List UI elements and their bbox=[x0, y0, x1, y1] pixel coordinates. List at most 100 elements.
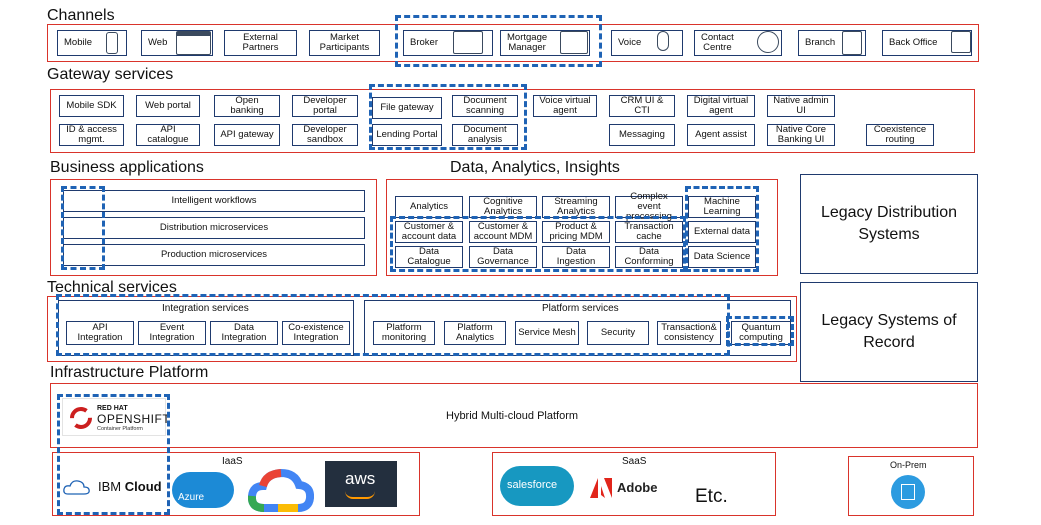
da-customer-account-data[interactable]: Customer & account data bbox=[395, 221, 463, 243]
highlight-dashed-broker bbox=[395, 15, 602, 67]
salesforce-label: salesforce bbox=[507, 479, 558, 491]
gw-developer-portal[interactable]: Developer portal bbox=[292, 95, 358, 117]
gateway-title: Gateway services bbox=[47, 66, 174, 83]
aws-logo: aws bbox=[325, 461, 397, 507]
highlight-dashed-gateway bbox=[369, 84, 527, 150]
container-platform-label: Container Platform bbox=[97, 426, 143, 432]
channel-label: External Partners bbox=[242, 32, 279, 53]
legacy-systems-of-record: Legacy Systems of Record bbox=[800, 282, 978, 382]
da-machine-learning[interactable]: Machine Learning bbox=[688, 196, 756, 218]
channel-market-participants[interactable]: Market Participants bbox=[309, 30, 380, 56]
gw-api-catalogue[interactable]: API catalogue bbox=[136, 124, 200, 146]
building-icon bbox=[842, 31, 862, 55]
gw-digital-agent[interactable]: Digital virtual agent bbox=[687, 95, 755, 117]
channel-label: Mobile bbox=[64, 37, 92, 48]
business-frame bbox=[50, 179, 377, 276]
datacenter-icon bbox=[891, 475, 925, 509]
tablet-icon bbox=[951, 31, 971, 53]
highlight-dashed-technical bbox=[56, 294, 730, 356]
gw-voice-agent[interactable]: Voice virtual agent bbox=[533, 95, 597, 117]
channel-external-partners[interactable]: External Partners bbox=[224, 30, 297, 56]
gw-mobile-sdk[interactable]: Mobile SDK bbox=[59, 95, 124, 117]
tablet-icon bbox=[560, 31, 588, 54]
adobe-icon bbox=[590, 478, 612, 498]
ts-event-integration[interactable]: Event Integration bbox=[138, 321, 206, 345]
da-data-governance[interactable]: Data Governance bbox=[469, 246, 537, 268]
channels-frame bbox=[47, 24, 979, 62]
da-transaction-cache[interactable]: Transaction cache bbox=[615, 221, 683, 243]
ts-data-integration[interactable]: Data Integration bbox=[210, 321, 278, 345]
ts-platform-monitoring[interactable]: Platform monitoring bbox=[373, 321, 435, 345]
google-cloud-icon bbox=[248, 468, 314, 512]
gw-developer-sandbox[interactable]: Developer sandbox bbox=[292, 124, 358, 146]
da-analytics[interactable]: Analytics bbox=[395, 196, 463, 218]
gw-open-banking[interactable]: Open banking bbox=[214, 95, 280, 117]
highlight-dashed-analytics bbox=[390, 216, 686, 272]
biz-distribution-microservices[interactable]: Distribution microservices bbox=[63, 217, 365, 239]
ts-service-mesh[interactable]: Service Mesh bbox=[515, 321, 579, 345]
ibm-cloud-logo: IBM Cloud bbox=[98, 479, 162, 494]
da-product-mdm[interactable]: Product & pricing MDM bbox=[542, 221, 610, 243]
analytics-frame bbox=[386, 179, 778, 276]
channel-label: Web bbox=[148, 37, 168, 48]
da-data-conforming[interactable]: Data Conforming bbox=[615, 246, 683, 268]
gw-coexistence-routing[interactable]: Coexistence routing bbox=[866, 124, 934, 146]
highlight-dashed-business bbox=[61, 186, 105, 270]
ts-quantum-computing[interactable]: Quantum computing bbox=[731, 321, 791, 345]
gw-web-portal[interactable]: Web portal bbox=[136, 95, 200, 117]
gw-native-core[interactable]: Native Core Banking UI bbox=[767, 124, 835, 146]
biz-production-microservices[interactable]: Production microservices bbox=[63, 244, 365, 266]
channel-label: Market Participants bbox=[319, 32, 370, 53]
gw-document-scanning[interactable]: Document scanning bbox=[452, 95, 518, 117]
gw-api-gateway[interactable]: API gateway bbox=[214, 124, 280, 146]
gw-document-analysis[interactable]: Document analysis bbox=[452, 124, 518, 146]
infra-frame bbox=[50, 383, 978, 448]
da-data-science[interactable]: Data Science bbox=[688, 246, 756, 268]
da-streaming[interactable]: Streaming Analytics bbox=[542, 196, 610, 218]
etc-label: Etc. bbox=[695, 486, 728, 507]
da-external-data[interactable]: External data bbox=[688, 221, 756, 243]
channel-label: Branch bbox=[805, 37, 836, 48]
da-data-catalogue[interactable]: Data Catalogue bbox=[395, 246, 463, 268]
ts-coexistence-integration[interactable]: Co-existence Integration bbox=[282, 321, 350, 345]
highlight-dashed-ml bbox=[685, 186, 759, 272]
biz-intelligent-workflows[interactable]: Intelligent workflows bbox=[63, 190, 365, 212]
server-rack-icon bbox=[901, 484, 915, 500]
ibm-cloud-icon bbox=[63, 480, 90, 495]
integration-services-title: Integration services bbox=[162, 303, 249, 314]
gateway-frame bbox=[50, 89, 975, 153]
gw-crm[interactable]: CRM UI & CTI bbox=[609, 95, 675, 117]
channels-title: Channels bbox=[47, 7, 115, 24]
da-complex-event[interactable]: Complex event processing bbox=[615, 192, 683, 222]
gw-messaging[interactable]: Messaging bbox=[609, 124, 675, 146]
gw-lending-portal[interactable]: Lending Portal bbox=[372, 124, 442, 146]
azure-logo: Azure bbox=[172, 472, 234, 508]
gw-native-admin[interactable]: Native admin UI bbox=[767, 95, 835, 117]
ts-transaction-consistency[interactable]: Transaction& consistency bbox=[657, 321, 721, 345]
ts-platform-analytics[interactable]: Platform Analytics bbox=[444, 321, 506, 345]
da-customer-mdm[interactable]: Customer & account MDM bbox=[469, 221, 537, 243]
openshift-logo: RED HAT OPENSHIFT Container Platform bbox=[62, 398, 170, 436]
da-data-ingestion[interactable]: Data Ingestion bbox=[542, 246, 610, 268]
ibm-cloud-text-b: Cloud bbox=[124, 479, 162, 494]
gw-agent-assist[interactable]: Agent assist bbox=[687, 124, 755, 146]
highlight-dashed-openshift-ibm bbox=[57, 394, 170, 515]
channel-label: Contact Centre bbox=[701, 32, 734, 53]
ts-security[interactable]: Security bbox=[587, 321, 649, 345]
infra-title: Infrastructure Platform bbox=[50, 364, 209, 381]
adobe-label: Adobe bbox=[617, 480, 658, 495]
channel-label: Mortgage Manager bbox=[507, 32, 548, 53]
iaas-label: IaaS bbox=[222, 456, 243, 467]
aws-smile-icon bbox=[345, 491, 375, 499]
gw-file-gateway[interactable]: File gateway bbox=[372, 97, 442, 119]
mobile-phone-icon bbox=[106, 32, 118, 54]
ts-api-integration[interactable]: API Integration bbox=[66, 321, 134, 345]
aws-label: aws bbox=[345, 469, 376, 488]
channel-label: Back Office bbox=[889, 37, 938, 48]
channel-label: Voice bbox=[618, 37, 642, 48]
da-cognitive[interactable]: Cognitive Analytics bbox=[469, 196, 537, 218]
web-browser-icon bbox=[176, 31, 211, 55]
gw-id-access[interactable]: ID & access mgmt. bbox=[59, 124, 124, 146]
ibm-cloud-text-a: IBM bbox=[98, 479, 122, 494]
channel-voice[interactable]: Voice bbox=[611, 30, 683, 56]
